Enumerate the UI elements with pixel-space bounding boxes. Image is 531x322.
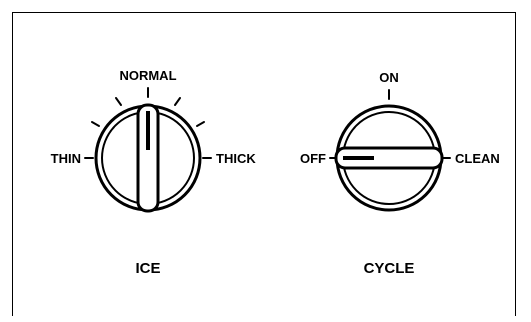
ice-tick — [92, 122, 99, 126]
cycle-off-label: OFF — [300, 151, 326, 166]
ice-tick — [116, 98, 121, 105]
cycle-knob-group: ON OFF CLEAN CYCLE — [300, 70, 500, 277]
ice-normal-label: NORMAL — [119, 68, 176, 83]
ice-knob-group: NORMAL THIN THICK ICE — [51, 68, 257, 277]
cycle-dial[interactable] — [336, 106, 442, 210]
ice-thick-label: THICK — [216, 151, 256, 166]
cycle-title: CYCLE — [364, 260, 415, 277]
ice-title: ICE — [135, 260, 160, 277]
ice-tick — [175, 98, 180, 105]
ice-thin-label: THIN — [51, 151, 81, 166]
cycle-on-label: ON — [379, 70, 399, 85]
cycle-clean-label: CLEAN — [455, 151, 500, 166]
ice-dial[interactable] — [96, 105, 200, 211]
ice-tick — [197, 122, 204, 126]
